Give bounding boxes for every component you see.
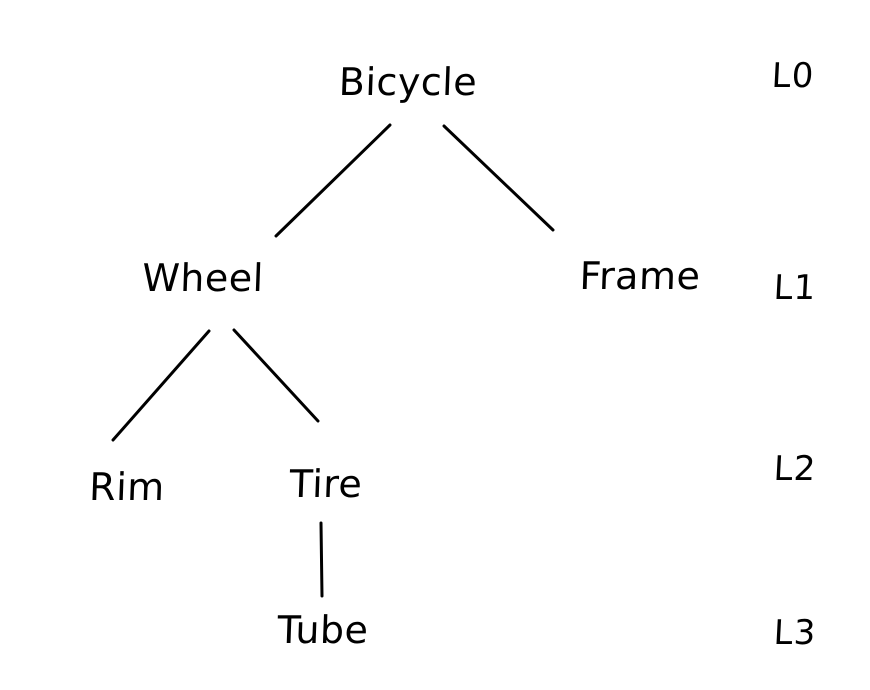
node-rim[interactable]: Rim (88, 465, 166, 509)
level-label-l1: L1 (772, 268, 818, 308)
node-wheel[interactable]: Wheel (141, 256, 265, 300)
node-tire[interactable]: Tire (288, 462, 364, 506)
node-bicycle[interactable]: Bicycle (338, 60, 478, 104)
node-frame[interactable]: Frame (578, 254, 702, 298)
edge-wheel-to-rim (111, 329, 211, 442)
level-label-l3: L3 (772, 613, 818, 653)
level-label-l2: L2 (772, 449, 818, 489)
edge-bicycle-to-wheel (274, 123, 392, 238)
node-tube[interactable]: Tube (276, 608, 370, 652)
edge-tire-to-tube (319, 521, 324, 598)
edge-bicycle-to-frame (442, 124, 555, 232)
edge-wheel-to-tire (232, 328, 320, 423)
level-label-l0: L0 (770, 56, 816, 96)
